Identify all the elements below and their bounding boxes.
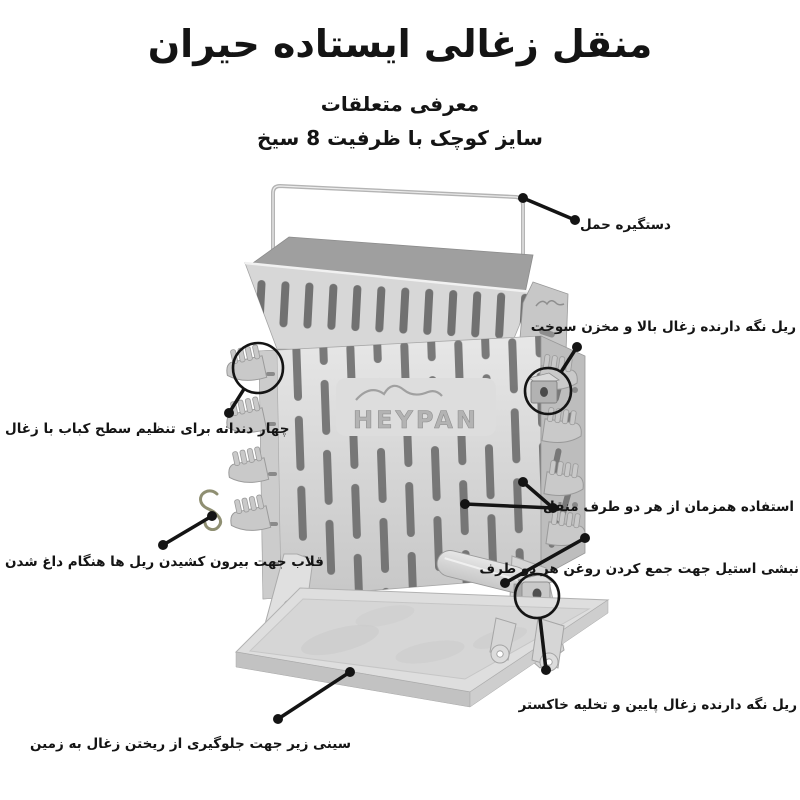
brand-logo-text: HEYPAN	[353, 406, 479, 434]
s-hook	[199, 489, 223, 532]
size-capacity-line: سایز کوچک با ظرفیت 8 سیخ	[257, 126, 543, 150]
callout-overlay	[158, 193, 590, 724]
upper-rail-end	[528, 372, 560, 404]
logo-plate	[336, 378, 496, 436]
callout-label-hook: قلاب جهت بیرون کشیدن ریل ها هنگام داغ شد…	[5, 554, 324, 570]
brand-logo: HEYPAN	[353, 384, 479, 434]
callout-label-lower-rail: ریل نگه دارنده زغال پایین و تخلیه خاکستر	[518, 697, 797, 713]
page-subtitle: معرفی متعلقات	[320, 92, 480, 116]
callout-teeth	[224, 341, 285, 418]
callout-hook	[158, 511, 217, 550]
grill-body: HEYPAN	[258, 335, 586, 600]
callout-label-teeth: چهار دندانه برای تنظیم سطح کباب با زغال	[5, 421, 290, 437]
highlight-circle-teeth	[231, 341, 285, 395]
callout-handle	[518, 193, 580, 225]
callout-label-upper-rail: ریل نگه دارنده زغال بالا و مخزن سوخت	[530, 319, 796, 335]
callout-lower-rail	[513, 572, 561, 675]
callout-label-both-sides: استفاده همزمان از هر دو طرف منقل	[543, 499, 794, 515]
callout-label-tray: سینی زیر جهت جلوگیری از ریختن زغال به زم…	[30, 736, 352, 752]
callout-label-angle-bar: نبشی استیل جهت جمع کردن روغن هر دو طرف	[479, 561, 799, 577]
callout-angle-bar	[500, 533, 590, 588]
page-title: منقل زغالی ایستاده حیران	[147, 22, 653, 66]
bottom-tray	[234, 587, 610, 708]
highlight-circle-lower-rail	[513, 572, 561, 620]
highlight-circle-upper-rail	[523, 366, 573, 416]
callout-both-sides	[460, 477, 558, 513]
callout-upper-rail	[523, 342, 582, 416]
callout-tray	[273, 667, 355, 724]
callout-label-handle: دستگیره حمل	[580, 217, 671, 233]
